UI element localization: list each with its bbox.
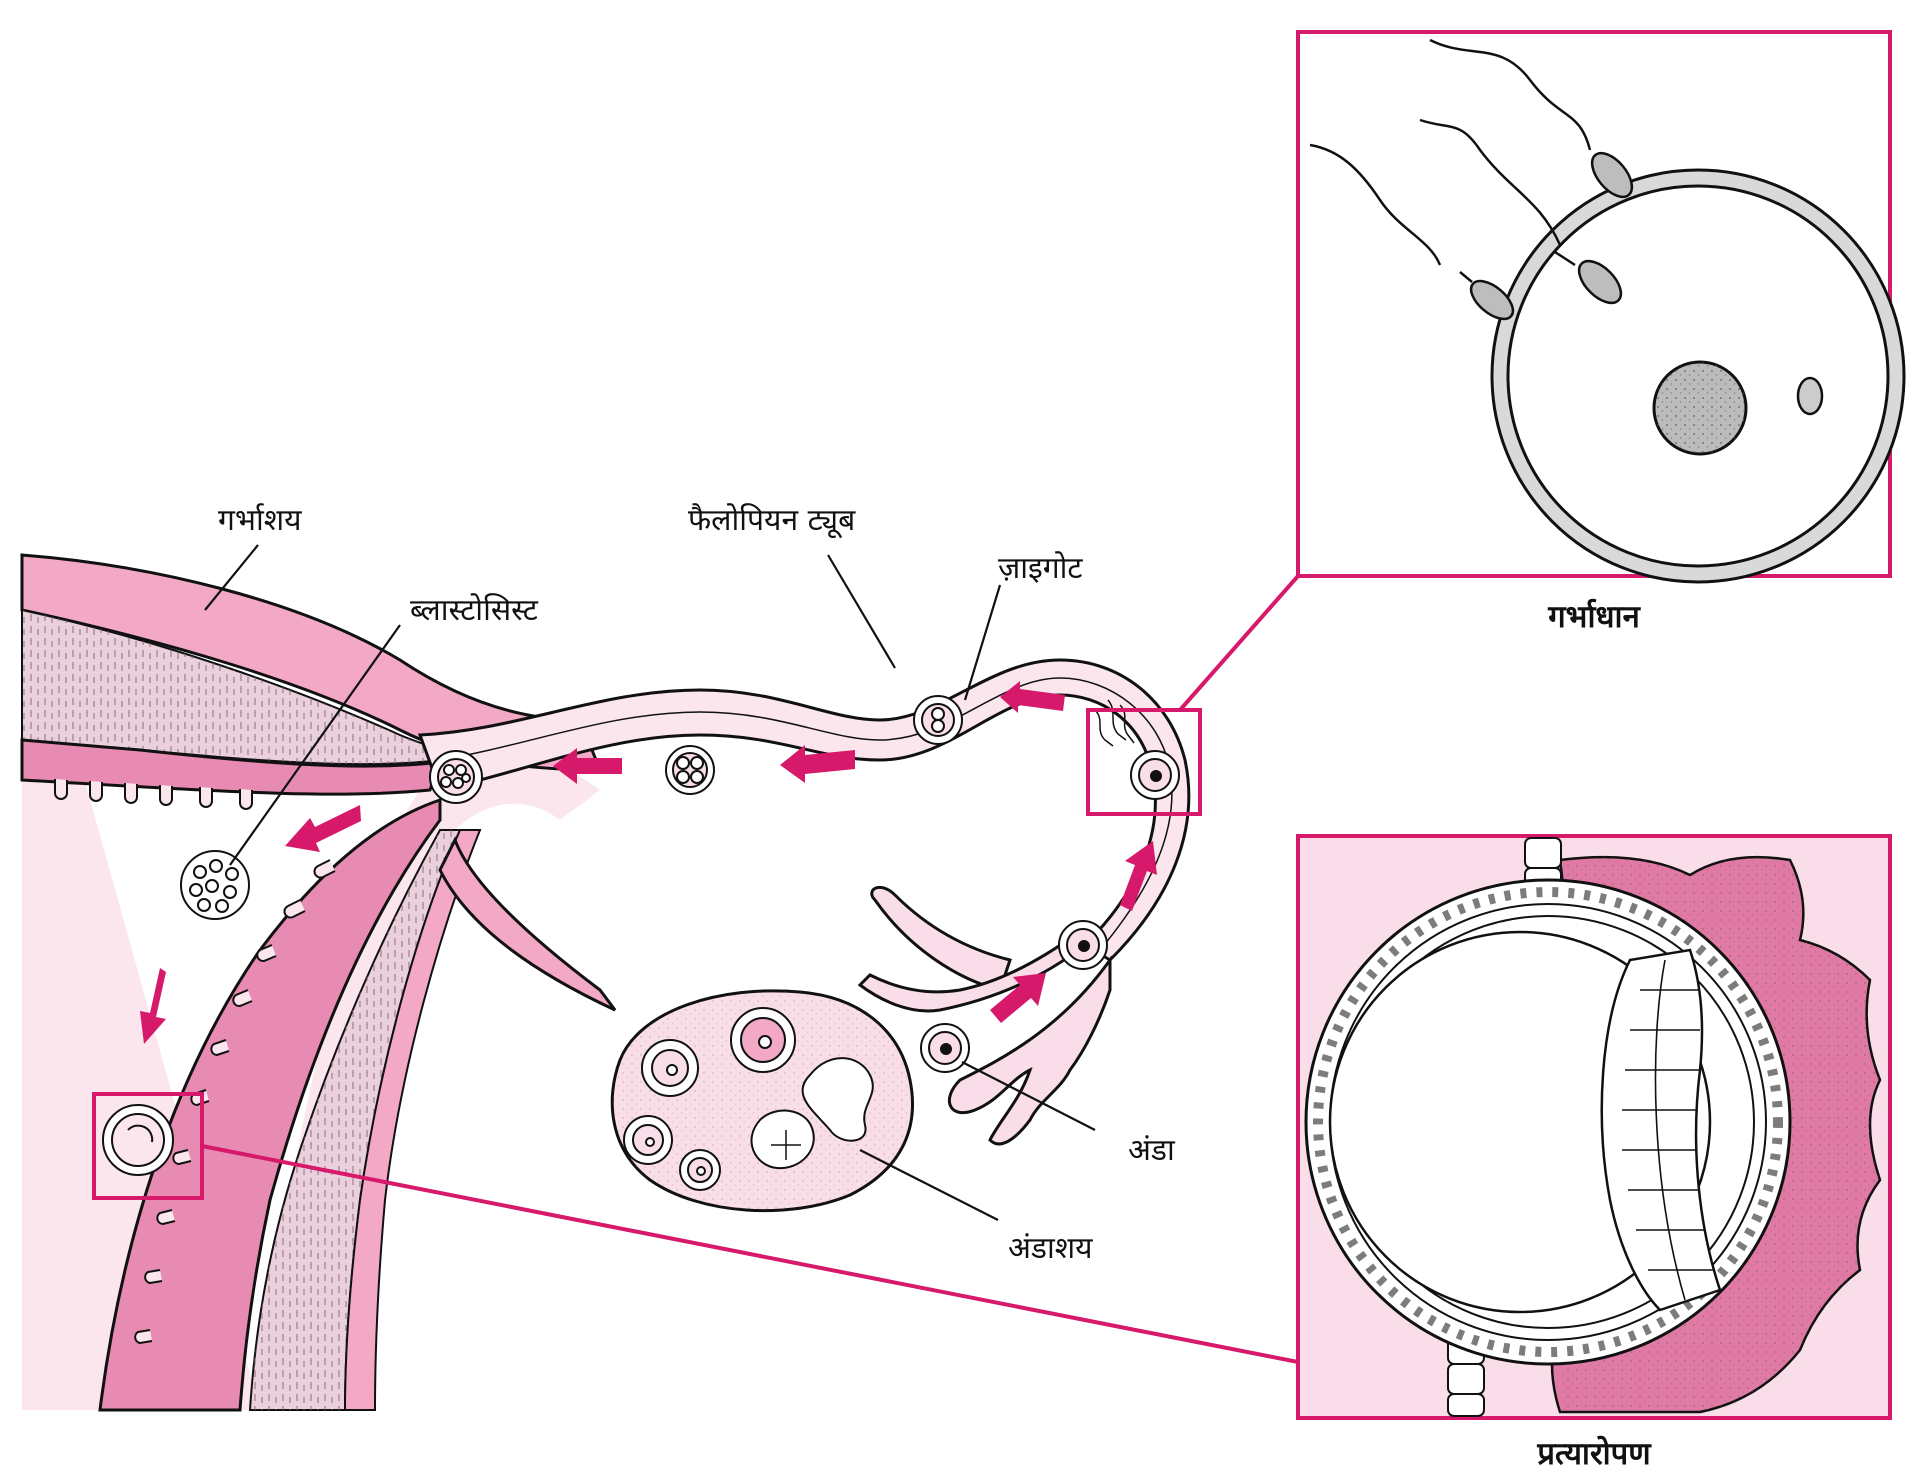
fertilized-egg [1130, 750, 1180, 800]
arrow-icon [1120, 841, 1157, 911]
implanting-blastocyst [102, 1104, 174, 1176]
implantation-caption: प्रत्यारोपण [1536, 1435, 1652, 1472]
arrow-icon [1000, 681, 1065, 713]
zygote-cell [913, 695, 963, 745]
sperm-head [1469, 279, 1515, 321]
ovarian-ligament [438, 836, 617, 1012]
arrow-icon [780, 745, 855, 783]
fertilization-caption: गर्भाधान [1547, 598, 1641, 635]
endometrium-fringe [134, 859, 336, 1345]
tube-cells [102, 695, 1180, 1176]
arrow-icon [140, 968, 166, 1044]
zygote-label: ज़ाइगोट [998, 551, 1083, 586]
implantation-inset: प्रत्यारोपण [1296, 834, 1892, 1472]
blastocyst-in-tube [429, 750, 483, 804]
uterus-outer-band [343, 829, 482, 1411]
fertilization-connector [1178, 574, 1300, 712]
anatomy [20, 544, 1300, 1412]
endometrium-top [20, 738, 443, 796]
arrow-icon [285, 805, 361, 852]
arrow-icon [553, 748, 622, 784]
sperm-group [1309, 38, 1634, 321]
polar-body [1796, 376, 1824, 416]
fertilization-inset: गर्भाधान [1296, 30, 1920, 635]
fallopian-tube-label: फैलोपियन ट्यूब [688, 503, 856, 539]
arrow-icon [990, 973, 1046, 1023]
ovary-follicles [623, 1007, 874, 1191]
released-egg [920, 1023, 970, 1073]
movement-arrows [140, 681, 1157, 1044]
four-cell-embryo [665, 745, 715, 795]
inner-cell-grid [1622, 959, 1713, 1301]
implantation-connector [201, 1144, 1299, 1364]
egg-label: अंडा [1128, 1133, 1176, 1168]
fertilization-highlight-box [1086, 708, 1202, 816]
egg-in-tube [1058, 920, 1108, 970]
uterus-lower-wall [98, 797, 442, 1412]
inner-cell-mass [1600, 948, 1722, 1312]
ovary-label: अंडाशय [1008, 1231, 1093, 1266]
fallopian-tube [417, 658, 1191, 962]
fimbriae [870, 885, 1112, 1146]
blastocyst-label: ब्लास्टोसिस्ट [410, 593, 539, 628]
sperm-head [1577, 259, 1623, 305]
blastocyst-free [180, 850, 250, 920]
sperm-head [1590, 151, 1634, 199]
uterus-label: गर्भाशय [218, 503, 302, 538]
